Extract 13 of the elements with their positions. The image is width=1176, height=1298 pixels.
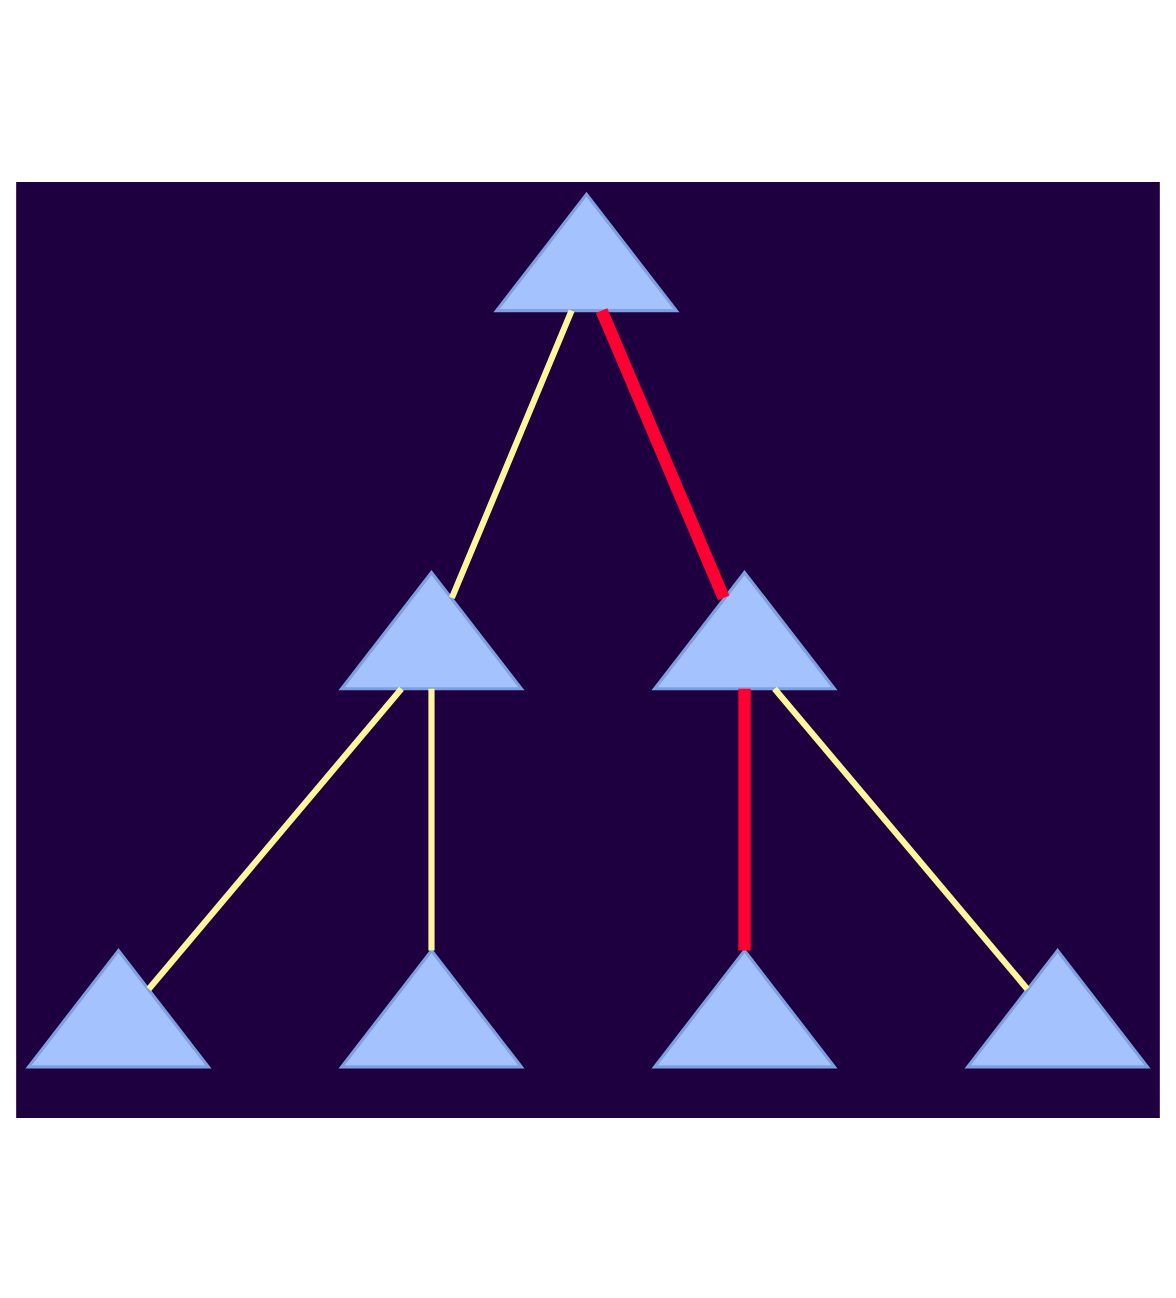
node-triangle: [338, 947, 525, 1068]
node-triangle: [493, 190, 680, 312]
connector: [146, 685, 404, 990]
connector: [428, 687, 435, 950]
node-triangle: [651, 947, 838, 1068]
connector: [772, 685, 1030, 990]
connector: [449, 308, 575, 599]
connector: [738, 687, 751, 950]
node-triangle: [25, 947, 212, 1068]
connector: [595, 307, 730, 600]
node-triangle: [338, 569, 525, 690]
node-triangle: [651, 569, 838, 690]
node-triangle: [964, 947, 1151, 1068]
